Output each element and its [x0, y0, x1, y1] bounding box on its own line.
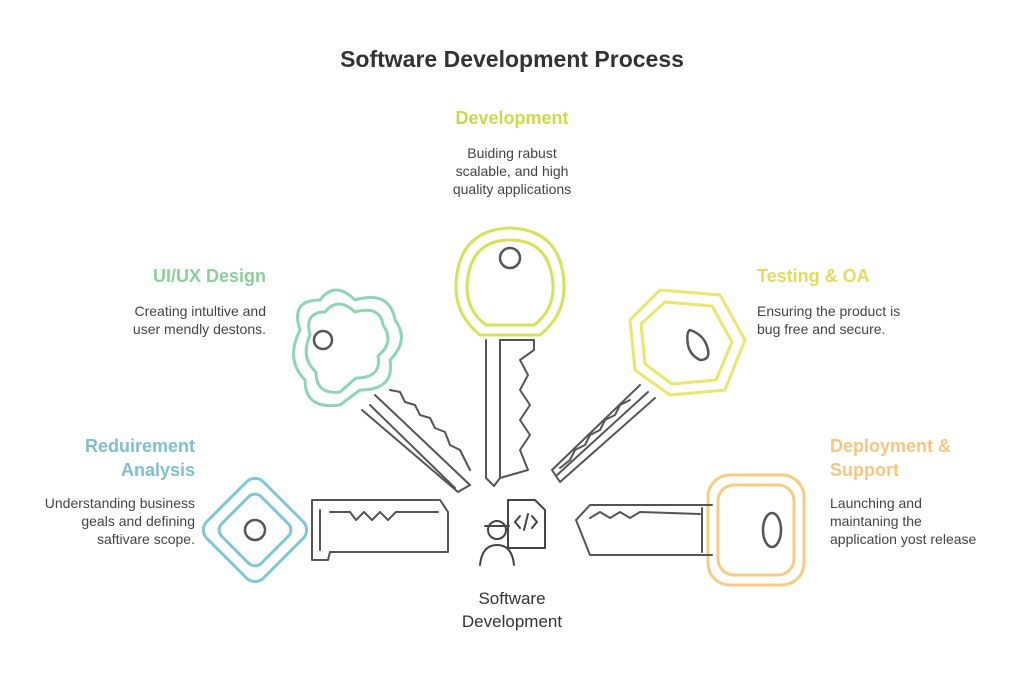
deployment-key [575, 473, 806, 587]
testing-key [551, 288, 747, 483]
stage-title: UI/UX Design [152, 266, 266, 286]
stage-title-line2: Analysis [120, 460, 195, 480]
stage-desc: Buiding rabust [467, 145, 557, 161]
stage-desc: Creating intultive and [134, 303, 266, 319]
stage-title: Testing & OA [757, 266, 870, 286]
page-title: Software Development Process [340, 46, 684, 72]
stage-desc: Understanding business [44, 495, 195, 511]
stage-desc: application yost release [830, 531, 977, 547]
stage-uiux: UI/UX Design Creating intultive and user… [60, 264, 266, 338]
development-key [454, 226, 566, 487]
stage-desc: user mendly destons. [132, 321, 266, 337]
stage-development: Development Buiding rabust scalable, and… [412, 106, 612, 198]
center-label: Software Development [412, 587, 612, 633]
stage-desc: maintaning the [830, 513, 922, 529]
stage-desc: Launching and [830, 495, 922, 511]
requirement-key [201, 476, 449, 584]
developer-code-icon [479, 499, 546, 566]
stage-deployment: Deployment & Support Launching and maint… [830, 434, 1020, 548]
center-label-line2: Development [461, 612, 563, 631]
center-label-line1: Software [478, 589, 546, 608]
stage-desc: scalable, and high [455, 163, 569, 179]
stage-desc: bug free and secure. [757, 321, 886, 337]
stage-title: Development [455, 108, 569, 128]
stage-desc: Ensuring the product is [757, 303, 901, 319]
stage-title-line2: Support [830, 460, 899, 480]
stage-desc: quality applications [452, 181, 572, 197]
stage-testing: Testing & OA Ensuring the product is bug… [757, 264, 957, 338]
stage-title: Reduirement [84, 436, 195, 456]
stage-desc: geals and defining [81, 513, 195, 529]
stage-title: Deployment & [830, 436, 952, 456]
uiux-key [292, 288, 471, 493]
stage-requirement: Reduirement Analysis Understanding busin… [0, 434, 195, 548]
stage-desc: saftivare scope. [96, 531, 195, 547]
